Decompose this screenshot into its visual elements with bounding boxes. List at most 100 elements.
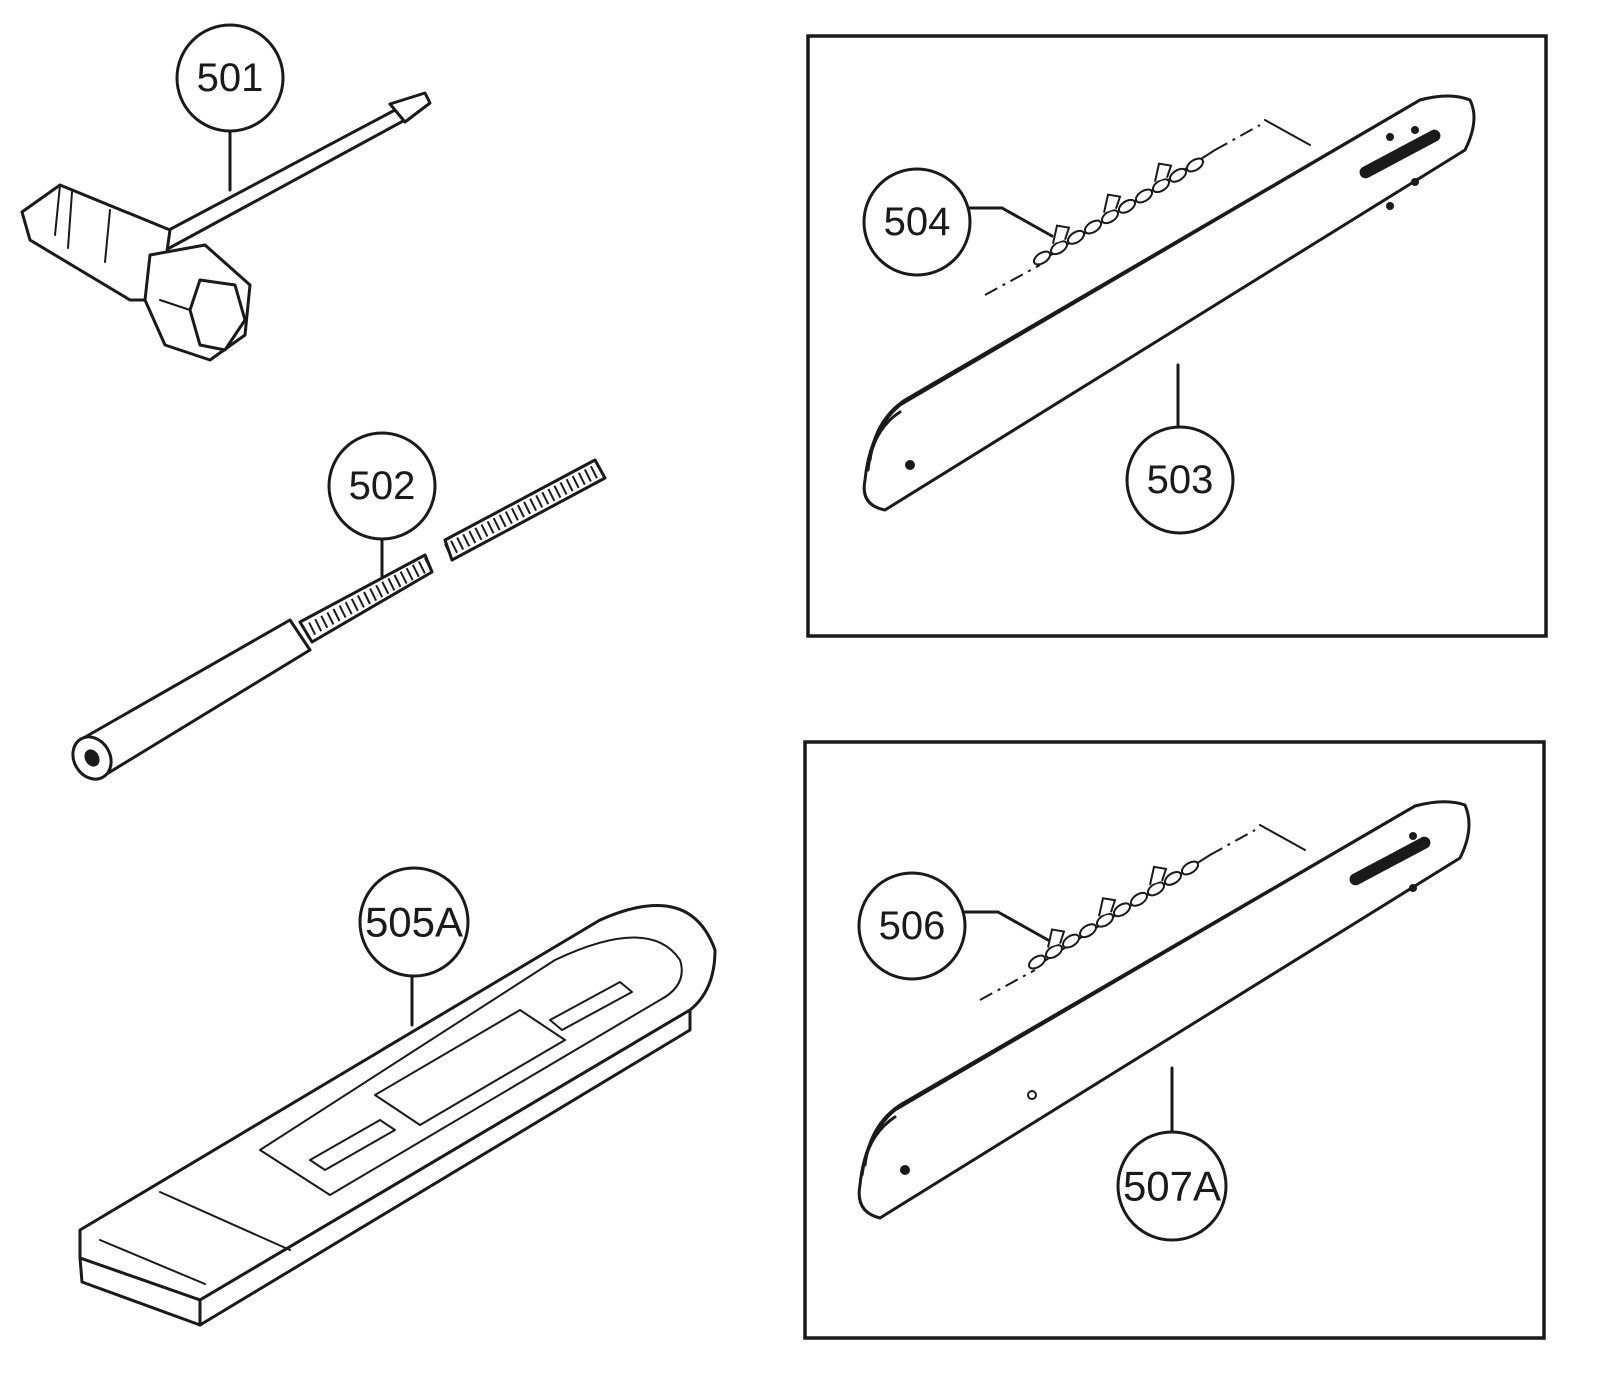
- callout-501: 501: [175, 23, 285, 133]
- callout-502-label: 502: [349, 464, 416, 508]
- panel-bar-chain-top: [806, 34, 1548, 638]
- chain-link: [1066, 229, 1086, 245]
- chain-link: [1185, 157, 1205, 173]
- drawing-stroke: [393, 574, 402, 588]
- drawing-stroke: [583, 469, 592, 482]
- part-504-saw-chain: [984, 119, 1311, 296]
- drawing-stroke: [523, 501, 531, 515]
- chain-link: [1163, 870, 1183, 886]
- chain-link: [1095, 912, 1115, 928]
- drawing-stroke: [302, 625, 310, 639]
- leader-506-b: [996, 910, 1050, 942]
- chain-link: [1180, 860, 1200, 876]
- callout-505A-label: 505A: [365, 899, 463, 946]
- drawing-stroke: [492, 517, 501, 531]
- drawing-stroke: [314, 618, 323, 632]
- drawing-stroke: [504, 511, 513, 525]
- drawing-stroke: [405, 567, 414, 581]
- leader-504-b: [1000, 206, 1054, 238]
- chain-link: [1027, 954, 1047, 970]
- part-506-saw-chain: [979, 824, 1306, 1001]
- drawing-stroke: [596, 462, 604, 476]
- part-502-round-file: [71, 458, 607, 781]
- drawing-stroke: [381, 581, 390, 595]
- drawing-stroke: [529, 498, 538, 512]
- file-threads: [302, 462, 604, 639]
- drawing-stroke: [486, 520, 495, 534]
- callout-504-label: 504: [884, 200, 951, 244]
- callout-501-label: 501: [197, 56, 264, 100]
- chain-link: [1044, 944, 1064, 960]
- chain-link: [1100, 209, 1120, 225]
- drawing-stroke: [474, 527, 483, 541]
- panel-bar-chain-bottom: [803, 740, 1546, 1340]
- drawing-stroke: [541, 491, 550, 505]
- chain-link: [1112, 902, 1132, 918]
- drawing-stroke: [308, 622, 316, 636]
- callout-502: 502: [327, 431, 437, 541]
- drawing-stroke: [338, 605, 347, 619]
- drawing-stroke: [571, 475, 580, 489]
- drawing-stroke: [350, 598, 359, 612]
- drawing-stroke: [462, 533, 471, 547]
- chain-link: [1083, 219, 1103, 235]
- drawing-stroke: [357, 594, 365, 608]
- drawing-stroke: [547, 488, 556, 502]
- chain-link: [1151, 178, 1171, 194]
- chain-link: [1129, 891, 1149, 907]
- drawing-stroke: [399, 571, 408, 585]
- chain-cutter: [1149, 865, 1168, 886]
- drawing-stroke: [326, 611, 335, 625]
- drawing-stroke: [418, 560, 426, 574]
- drawing-stroke: [456, 537, 465, 550]
- drawing-stroke: [535, 494, 544, 508]
- drawing-stroke: [590, 465, 598, 479]
- drawing-stroke: [577, 472, 586, 486]
- callout-507A: 507A: [1116, 1130, 1228, 1242]
- drawing-stroke: [320, 615, 329, 629]
- drawing-stroke: [369, 588, 377, 602]
- drawing-stroke: [468, 530, 477, 544]
- drawing-stroke: [411, 564, 420, 578]
- drawing-stroke: [510, 507, 519, 521]
- chain-links-top: [1032, 157, 1205, 266]
- drawing-stroke: [559, 481, 568, 495]
- drawing-stroke: [424, 557, 432, 571]
- chain-cutter: [1047, 928, 1066, 948]
- part-507A-guide-bar: [857, 800, 1471, 1220]
- drawing-stroke: [553, 485, 562, 499]
- callout-503: 503: [1125, 425, 1235, 535]
- drawing-stroke: [565, 478, 574, 492]
- drawing-stroke: [363, 591, 371, 605]
- chain-link: [1168, 167, 1188, 183]
- chain-link: [1049, 240, 1069, 256]
- drawing-stroke: [450, 540, 458, 554]
- part-501-t-wrench: [20, 91, 432, 362]
- chain-link: [1078, 923, 1098, 939]
- chain-link: [1134, 188, 1154, 204]
- chain-cutter: [1052, 224, 1071, 244]
- chain-cutter: [1154, 162, 1173, 182]
- drawing-stroke: [387, 577, 396, 591]
- drawing-stroke: [517, 504, 525, 518]
- callout-506-label: 506: [879, 904, 946, 948]
- drawing-stroke: [332, 608, 341, 622]
- chain-cutter: [1098, 897, 1117, 917]
- callout-505A: 505A: [358, 866, 470, 978]
- drawing-stroke: [480, 524, 489, 538]
- callout-503-label: 503: [1147, 458, 1214, 502]
- chain-link: [1032, 250, 1052, 266]
- part-505A-bar-cover: [78, 904, 717, 1327]
- callout-507A-label: 507A: [1123, 1163, 1221, 1210]
- chain-link: [1061, 933, 1081, 949]
- callout-504: 504: [862, 167, 972, 277]
- drawing-stroke: [344, 601, 353, 615]
- callout-506: 506: [857, 871, 967, 981]
- chain-cutter: [1103, 193, 1122, 213]
- chain-links-bottom: [1027, 860, 1200, 970]
- chain-link: [1146, 881, 1166, 897]
- drawing-stroke: [498, 514, 507, 528]
- chain-link: [1117, 198, 1137, 214]
- drawing-stroke: [375, 584, 384, 598]
